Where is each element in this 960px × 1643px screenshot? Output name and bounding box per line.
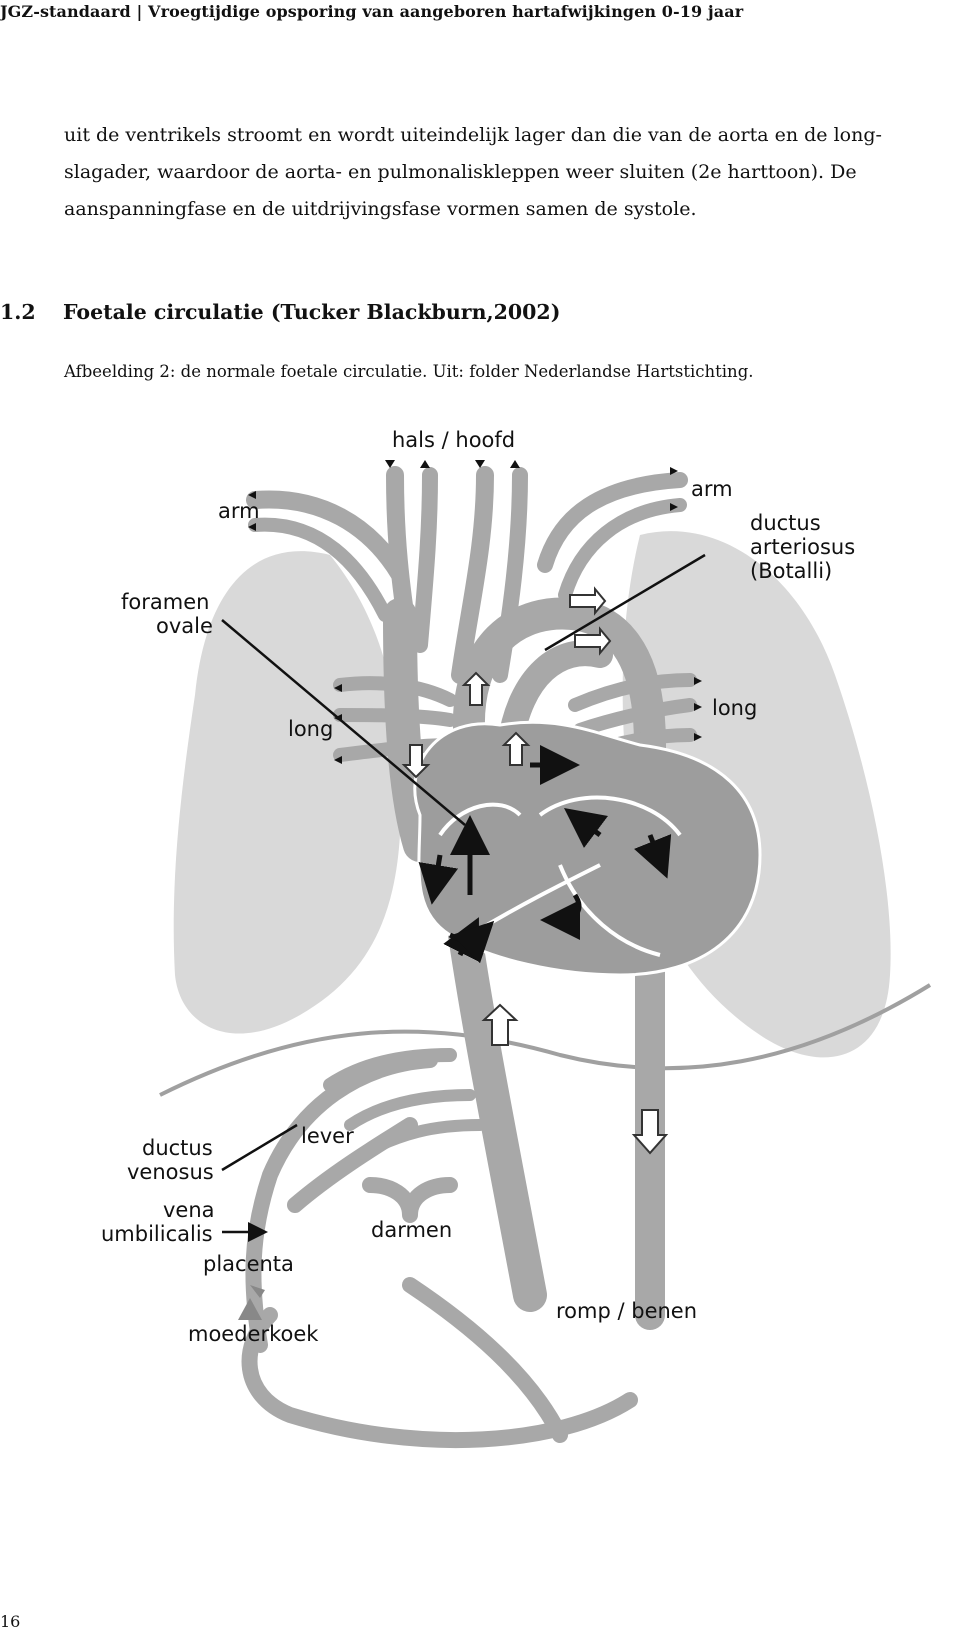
label-foramen-ovale: foramen ovale [121, 590, 216, 638]
label-ductus-arteriosus-line: ductus [750, 511, 821, 535]
body-line: aanspanningfase en de uitdrijvingsfase v… [64, 198, 697, 220]
left-lung [173, 551, 402, 1034]
label-moederkoek: moederkoek [188, 1322, 319, 1346]
label-arm-right: arm [691, 477, 733, 501]
section-title: Foetale circulatie (Tucker Blackburn,200… [63, 300, 561, 324]
label-ductus-arteriosus-line: arteriosus [750, 535, 855, 559]
running-head: JGZ-standaard | Vroegtijdige opsporing v… [0, 2, 744, 21]
label-hals-hoofd: hals / hoofd [392, 428, 515, 452]
label-long-right: long [712, 696, 757, 720]
label-darmen: darmen [371, 1218, 452, 1242]
label-lever: lever [301, 1124, 354, 1148]
label-arm-left: arm [218, 499, 260, 523]
label-ductus-venosus: ductus venosus [127, 1136, 219, 1184]
figure-caption: Afbeelding 2: de normale foetale circula… [64, 362, 754, 381]
body-line: slagader, waardoor de aorta- en pulmonal… [64, 161, 857, 183]
section-heading: 1.2 Foetale circulatie (Tucker Blackburn,… [0, 300, 900, 324]
page-number: 16 [0, 1612, 21, 1631]
label-vena-umbilicalis: vena umbilicalis [101, 1198, 221, 1246]
label-ductus-venosus-line: ductus [142, 1136, 213, 1160]
body-line: uit de ventrikels stroomt en wordt uitei… [64, 124, 882, 146]
section-number: 1.2 [0, 300, 36, 324]
label-romp-benen: romp / benen [556, 1299, 697, 1323]
label-ductus-arteriosus-line: (Botalli) [750, 559, 832, 583]
fetal-circulation-illustration: hals / hoofd arm arm ductus arteriosus (… [0, 415, 960, 1530]
label-foramen-ovale-line: ovale [156, 614, 213, 638]
label-vena-umbilicalis-line: umbilicalis [101, 1222, 213, 1246]
label-ductus-arteriosus: ductus arteriosus (Botalli) [750, 511, 862, 583]
label-placenta: placenta [203, 1252, 294, 1276]
label-vena-umbilicalis-line: vena [163, 1198, 215, 1222]
label-long-left: long [288, 717, 333, 741]
label-ductus-venosus-line: venosus [127, 1160, 214, 1184]
label-foramen-ovale-line: foramen [121, 590, 209, 614]
body-paragraph: uit de ventrikels stroomt en wordt uitei… [64, 117, 959, 228]
diaphragm [159, 983, 932, 1097]
